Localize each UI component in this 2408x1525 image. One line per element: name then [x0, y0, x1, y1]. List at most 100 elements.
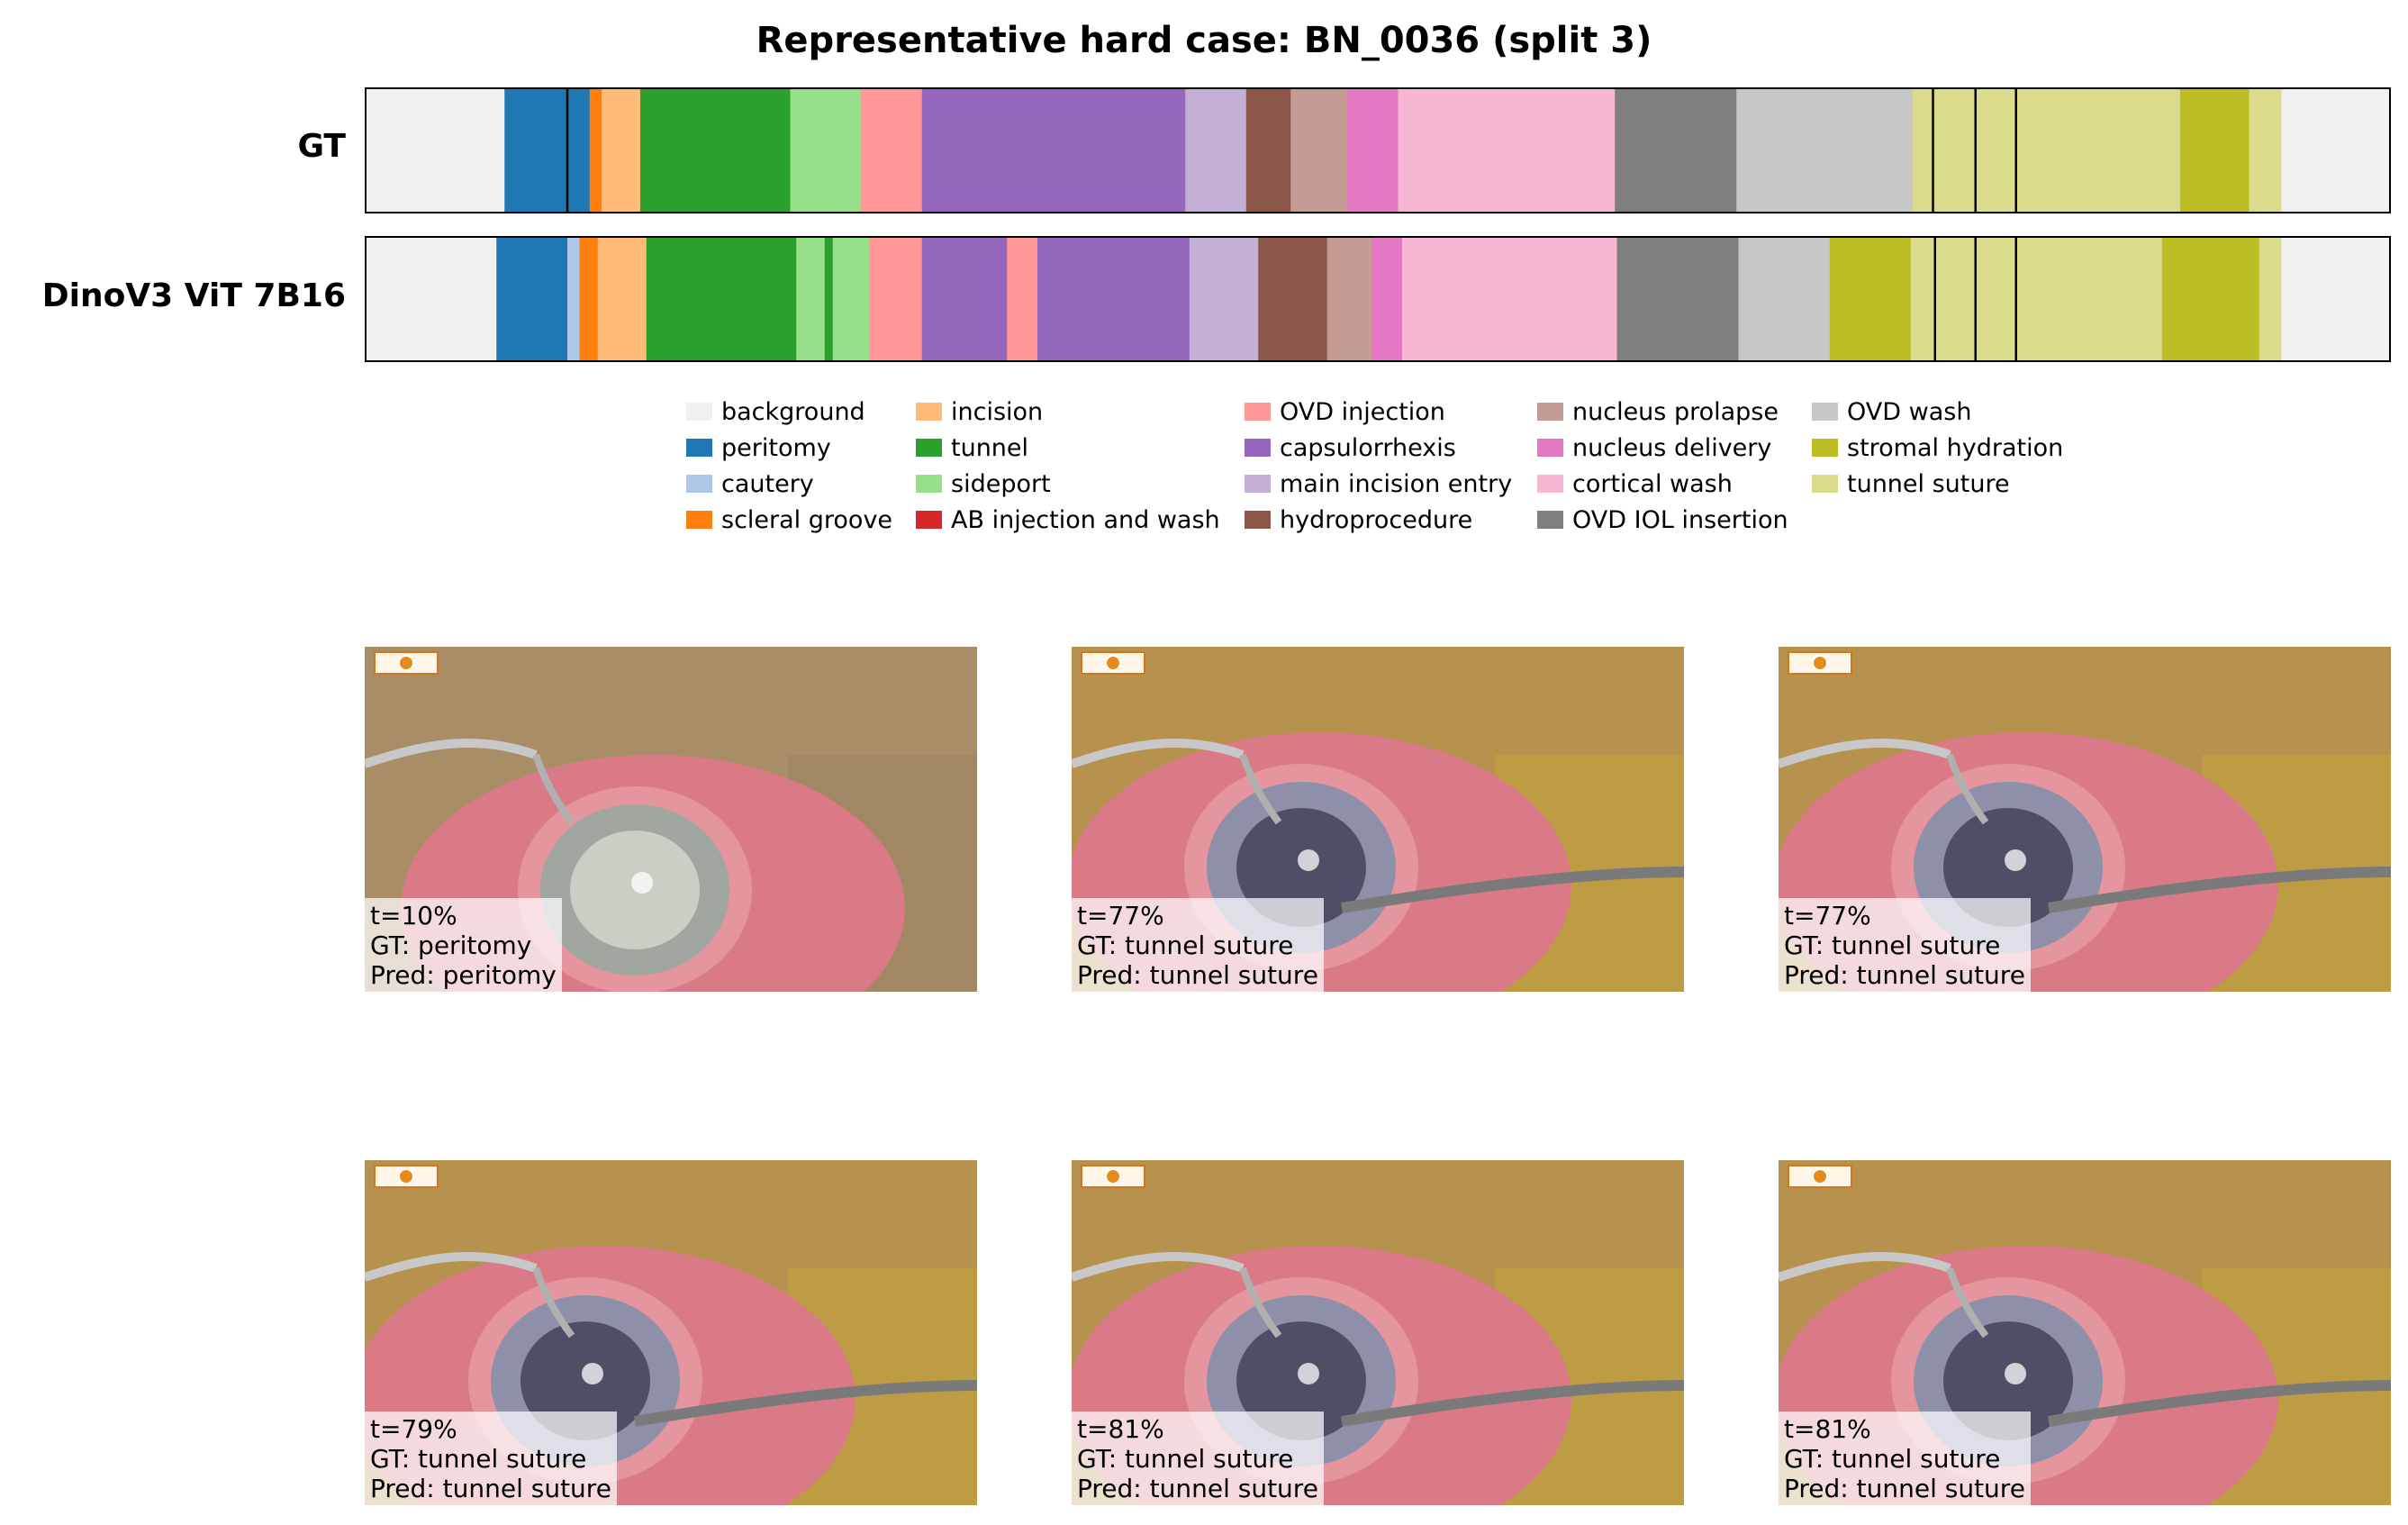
legend-label: AB injection and wash: [951, 505, 1220, 534]
frame-pred-label: Pred: tunnel suture: [1784, 960, 2025, 990]
legend-label: peritomy: [721, 433, 831, 462]
legend-swatch: [1812, 439, 1838, 457]
video-logo-icon: [374, 651, 439, 675]
legend-item: scleral groove: [686, 504, 892, 535]
video-logo-icon: [1081, 651, 1145, 675]
scene-shape: [1239, 1266, 1282, 1339]
segment-ovd-wash: [1736, 87, 1914, 213]
segment-tunnel-suture: [1934, 236, 1977, 362]
frame-time: t=10%: [370, 901, 457, 930]
scene-shape: [2048, 867, 2391, 913]
frame-time: t=81%: [1784, 1414, 1871, 1444]
frame-thumbnail-3: t=77% GT: tunnel suture Pred: tunnel sut…: [1779, 647, 2391, 992]
segment-ovd-wash: [1738, 236, 1831, 362]
frame-caption: t=81% GT: tunnel suture Pred: tunnel sut…: [1779, 1412, 2031, 1505]
legend-label: nucleus delivery: [1572, 433, 1772, 462]
legend-item: capsulorrhexis: [1245, 432, 1456, 463]
legend-label: tunnel: [951, 433, 1029, 462]
segment-capsulorrhexis: [921, 236, 1008, 362]
frame-pred-label: Pred: tunnel suture: [1077, 1474, 1318, 1503]
segment-ovd-iol-insertion: [1616, 236, 1740, 362]
legend-label: cortical wash: [1572, 469, 1733, 498]
scene-shape: [1946, 1266, 1989, 1339]
segment-hydroprocedure: [1245, 87, 1291, 213]
legend-swatch: [1537, 475, 1563, 493]
legend-swatch: [1812, 475, 1838, 493]
segment-hydroprocedure: [1258, 236, 1328, 362]
frame-gt-label: GT: peritomy: [370, 930, 532, 960]
legend-item: nucleus prolapse: [1537, 396, 1779, 427]
frame-time: t=77%: [1077, 901, 1164, 930]
legend-label: stromal hydration: [1847, 433, 2064, 462]
scene-shape: [2005, 849, 2026, 871]
frame-caption: t=81% GT: tunnel suture Pred: tunnel sut…: [1072, 1412, 1324, 1505]
segment-sideport: [790, 87, 862, 213]
segment-background: [365, 87, 505, 213]
scene-shape: [1779, 738, 1951, 768]
legend-swatch: [1245, 475, 1271, 493]
segment-tunnel-suture: [1910, 236, 1936, 362]
segment-stromal-hydration: [2161, 236, 2260, 362]
segment-capsulorrhexis: [1037, 236, 1190, 362]
segment-tunnel-suture: [1933, 87, 1977, 213]
segment-nucleus-delivery: [1347, 87, 1399, 213]
frame-thumbnail-4: t=79% GT: tunnel suture Pred: tunnel sut…: [365, 1160, 977, 1505]
legend-swatch: [1245, 439, 1271, 457]
frame-thumbnail-6: t=81% GT: tunnel suture Pred: tunnel sut…: [1779, 1160, 2391, 1505]
scene-shape: [631, 872, 653, 894]
segment-ovd-injection: [861, 87, 923, 213]
segment-tunnel-suture: [1913, 87, 1934, 213]
legend-item: nucleus delivery: [1537, 432, 1771, 463]
frame-thumbnail-1: t=10% GT: peritomy Pred: peritomy: [365, 647, 977, 992]
gt-timeline-svg: [365, 87, 2391, 213]
segment-peritomy: [567, 87, 591, 213]
scene-shape: [365, 738, 538, 768]
segment-sideport: [796, 236, 826, 362]
legend-item: tunnel suture: [1812, 468, 2010, 499]
legend-swatch: [686, 439, 712, 457]
segment-background: [2281, 236, 2391, 362]
legend-item: OVD wash: [1812, 396, 1971, 427]
frame-time: t=81%: [1077, 1414, 1164, 1444]
legend-swatch: [916, 439, 942, 457]
frame-caption: t=77% GT: tunnel suture Pred: tunnel sut…: [1072, 898, 1324, 992]
legend-label: cautery: [721, 469, 814, 498]
segment-incision: [597, 236, 647, 362]
segment-tunnel-suture: [2015, 236, 2163, 362]
page-title: Representative hard case: BN_0036 (split…: [756, 20, 1652, 61]
legend-swatch: [1812, 403, 1838, 421]
frame-thumbnail-2: t=77% GT: tunnel suture Pred: tunnel sut…: [1072, 647, 1684, 992]
legend-swatch: [1537, 511, 1563, 529]
scene-shape: [1341, 867, 1684, 913]
segment-peritomy: [504, 87, 568, 213]
frame-gt-label: GT: tunnel suture: [1784, 930, 2001, 960]
video-logo-icon: [1081, 1165, 1145, 1188]
video-logo-icon: [1788, 1165, 1852, 1188]
gt-timeline-strip: [365, 87, 2391, 213]
frame-thumbnail-5: t=81% GT: tunnel suture Pred: tunnel sut…: [1072, 1160, 1684, 1505]
surgical-frame-image: [365, 647, 977, 992]
segment-tunnel-suture: [2015, 87, 2181, 213]
segment-main-incision-entry: [1185, 87, 1247, 213]
frame-pred-label: Pred: tunnel suture: [370, 1474, 611, 1503]
segment-stromal-hydration: [1829, 236, 1912, 362]
scene-shape: [1298, 849, 1319, 871]
segment-tunnel-suture: [2259, 236, 2283, 362]
segment-sideport: [832, 236, 870, 362]
scene-shape: [1072, 1251, 1245, 1282]
frame-caption: t=79% GT: tunnel suture Pred: tunnel sut…: [365, 1412, 617, 1505]
legend-swatch: [686, 511, 712, 529]
row-label-prediction: DinoV3 ViT 7B16: [41, 277, 346, 314]
segment-peritomy: [496, 236, 568, 362]
legend-item: peritomy: [686, 432, 831, 463]
segment-ovd-injection: [869, 236, 923, 362]
legend-label: OVD injection: [1280, 397, 1445, 426]
segment-tunnel: [646, 236, 797, 362]
legend-item: hydroprocedure: [1245, 504, 1472, 535]
legend-swatch: [1245, 511, 1271, 529]
segment-ovd-injection: [1007, 236, 1038, 362]
segment-ovd-iol-insertion: [1615, 87, 1737, 213]
legend-item: cautery: [686, 468, 814, 499]
scene-shape: [1239, 753, 1282, 825]
